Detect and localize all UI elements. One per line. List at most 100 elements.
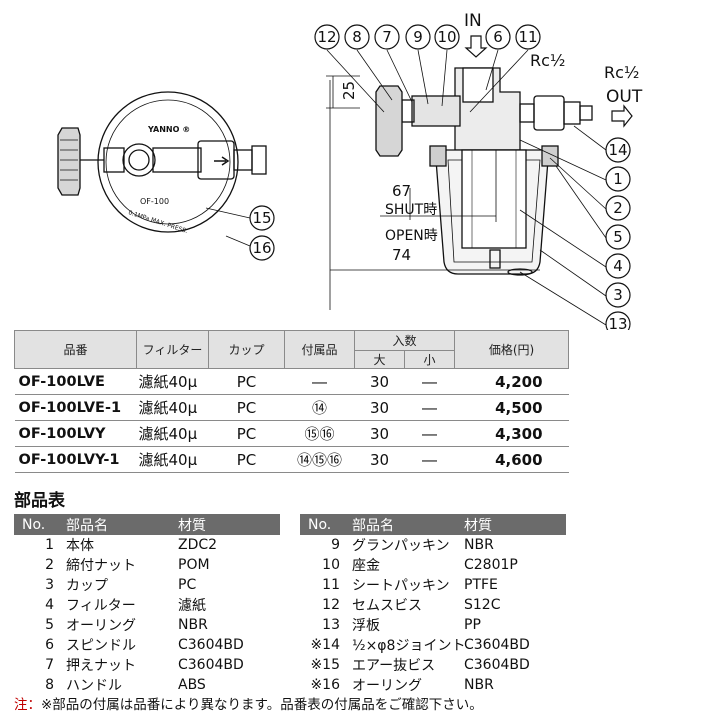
part-name: 本体	[66, 538, 94, 554]
cell-small: ―	[404, 446, 455, 473]
technical-drawing: YANNO ® OF-100 0.1MPa MAX. PRESS.	[57, 11, 643, 330]
part-material: C3604BD	[178, 637, 244, 653]
callout-number: 4	[613, 257, 623, 275]
header-qty: 入数	[353, 330, 456, 351]
callout-circle	[374, 24, 400, 50]
callout-number: 7	[382, 28, 392, 46]
callout-circle	[605, 253, 631, 279]
part-name: 締付ナット	[66, 558, 136, 574]
cell-price: 4,200	[454, 368, 569, 395]
cell-accessory: ⑮⑯	[284, 420, 355, 447]
in-arrow-icon	[464, 35, 488, 58]
header-material: 材質	[174, 514, 280, 535]
cell-model: OF-100LVY-1	[14, 446, 137, 473]
callout-number: 1	[613, 170, 623, 188]
handle-icon	[57, 127, 81, 196]
header-no: No.	[300, 514, 348, 535]
table-row: OF-100LVY-1 濾紙40μ PC ⑭⑮⑯ 30 ― 4,600	[14, 446, 569, 473]
part-no: 7	[45, 657, 54, 673]
table-row: OF-100LVY 濾紙40μ PC ⑮⑯ 30 ― 4,300	[14, 420, 569, 447]
callout-number: 15	[252, 209, 271, 227]
cell-small: ―	[404, 368, 455, 395]
callout-circle	[605, 166, 631, 192]
part-material: ABS	[178, 677, 206, 693]
cell-price: 4,300	[454, 420, 569, 447]
header-model: 品番	[14, 330, 137, 369]
cell-price: 4,500	[454, 394, 569, 421]
part-name: エアー抜ビス	[352, 658, 436, 674]
callout-number: 12	[317, 28, 336, 46]
callout-circle	[605, 137, 631, 163]
callout-number: 3	[613, 286, 623, 304]
part-name: カップ	[66, 578, 108, 594]
part-no: 1	[45, 537, 54, 553]
part-no: 9	[331, 537, 340, 553]
cell-filter: 濾紙40μ	[136, 368, 209, 395]
part-no: 5	[45, 617, 54, 633]
cell-cup: PC	[208, 446, 285, 473]
section-view	[375, 67, 593, 276]
callout-number: 14	[608, 141, 627, 159]
cell-small: ―	[404, 394, 455, 421]
part-material: C2801P	[464, 557, 518, 573]
spec-table: 品番 フィルター カップ 付属品 入数 価格(円) 大 小 OF-100LVE …	[14, 330, 570, 473]
part-no: 13	[322, 617, 340, 633]
part-no: 2	[45, 557, 54, 573]
part-no: 8	[45, 677, 54, 693]
part-no: 6	[45, 637, 54, 653]
part-name: フィルター	[66, 598, 136, 614]
dim-67-label: 67	[392, 182, 411, 200]
callout-number: 8	[352, 28, 362, 46]
part-material: C3604BD	[178, 657, 244, 673]
header-no: No.	[14, 514, 62, 535]
cell-large: 30	[354, 394, 405, 421]
callout-circle	[515, 24, 541, 50]
part-name: ½×φ8ジョイント	[352, 638, 466, 654]
cell-small: ―	[404, 420, 455, 447]
cell-model: OF-100LVE	[14, 368, 137, 395]
cell-cup: PC	[208, 368, 285, 395]
footnote-text: ※部品の付属は品番により異なります。品番表の付属品をご確認下さい。	[41, 697, 483, 713]
brand-label: YANNO ®	[147, 125, 190, 134]
model-label: OF-100	[140, 197, 169, 206]
cell-accessory: ―	[284, 368, 355, 395]
part-no: ※16	[310, 677, 340, 693]
callout-number: 2	[613, 199, 623, 217]
part-material: PP	[464, 617, 481, 633]
part-no: 12	[322, 597, 340, 613]
part-name: オーリング	[66, 618, 136, 634]
cell-large: 30	[354, 368, 405, 395]
callout-number: 9	[413, 28, 423, 46]
part-name: グランパッキン	[352, 538, 450, 554]
callout-number: 6	[493, 28, 503, 46]
callout-circle	[344, 24, 370, 50]
part-name: 押えナット	[66, 658, 136, 674]
header-price: 価格(円)	[454, 330, 570, 369]
cell-filter: 濾紙40μ	[136, 446, 209, 473]
part-name: 座金	[352, 558, 380, 574]
callout-circle	[605, 195, 631, 221]
part-name: セムスビス	[352, 598, 422, 614]
callout-circle	[249, 235, 275, 261]
callout-circle	[249, 205, 275, 231]
part-material: C3604BD	[464, 657, 530, 673]
header-material: 材質	[460, 514, 566, 535]
part-material: C3604BD	[464, 637, 530, 653]
part-no: 4	[45, 597, 54, 613]
cell-accessory: ⑭⑮⑯	[284, 446, 355, 473]
in-label: IN	[464, 11, 482, 31]
header-cup: カップ	[208, 330, 285, 369]
